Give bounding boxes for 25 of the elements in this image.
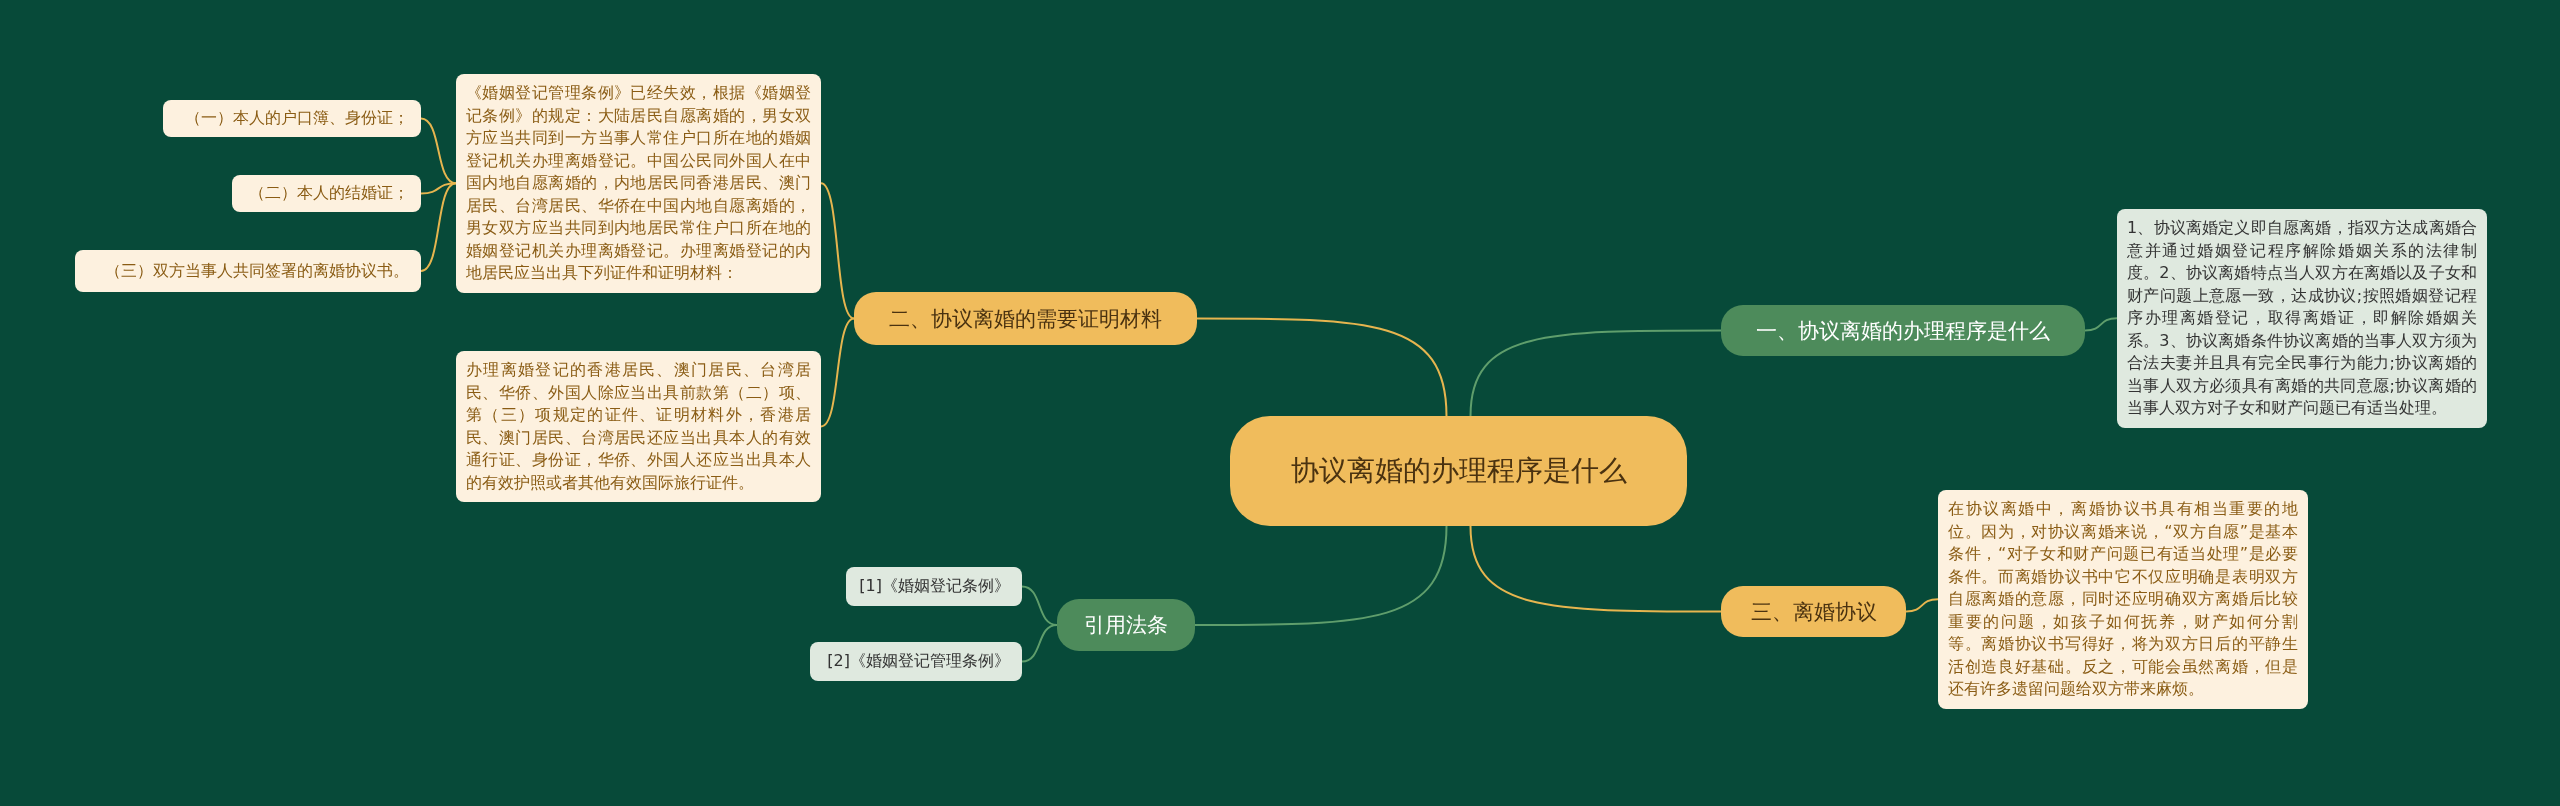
reference-card: [2]《婚姻登记管理条例》	[810, 642, 1022, 681]
branch-topic: 引用法条	[1057, 599, 1195, 651]
text-card: 《婚姻登记管理条例》已经失效，根据《婚姻登记条例》的规定：大陆居民自愿离婚的，男女双方应当共同到一方当事人常住户口所在地的婚姻登记机关办理离婚登记。中国公民同外国人在中国内地自愿离婚的，内地居民同香港居民、澳门居民、台湾居民、华侨在中国内地自愿离婚的，男女双方应当共同到内地居民常住户口所在地的婚姻登记机关办理离婚登记。办理离婚登记的内地居民应当出具下列证件和证明材料：	[456, 74, 821, 293]
connector-line	[1469, 525, 1722, 613]
connector-line	[2084, 317, 2118, 332]
branch-topic: 一、协议离婚的办理程序是什么	[1721, 305, 2085, 356]
text-card: 办理离婚登记的香港居民、澳门居民、台湾居民、华侨、外国人除应当出具前款第（二）项、第（三）项规定的证件、证明材料外，香港居民、澳门居民、台湾居民还应当出具本人的有效通行证、身份证，华侨、外国人还应当出具本人的有效护照或者其他有效国际旅行证件。	[456, 351, 821, 502]
connector-line	[1194, 525, 1448, 626]
list-item-card: （一）本人的户口簿、身份证；	[163, 100, 421, 137]
connector-line	[420, 182, 457, 272]
connector-line	[820, 317, 855, 428]
connector-line	[820, 182, 855, 320]
text-card: 1、协议离婚定义即自愿离婚，指双方达成离婚合意并通过婚姻登记程序解除婚姻关系的法律制度。2、协议离婚特点当人双方在离婚以及子女和财产问题上意愿一致，达成协议;按照婚姻登记程序办理离婚登记，取得离婚证，即解除婚姻关系。3、协议离婚条件协议离婚的当事人双方须为合法夫妻并且具有完全民事行为能力;协议离婚的当事人双方必须具有离婚的共同意愿;协议离婚的当事人双方对子女和财产问题已有适当处理。	[2117, 209, 2487, 428]
branch-topic: 二、协议离婚的需要证明材料	[854, 292, 1197, 345]
reference-card: [1]《婚姻登记条例》	[846, 567, 1022, 606]
central-topic: 协议离婚的办理程序是什么	[1230, 416, 1687, 526]
list-item-card: （二）本人的结婚证；	[232, 175, 421, 212]
connector-line	[1021, 624, 1058, 663]
connector-line	[1905, 598, 1939, 613]
connector-line	[1469, 329, 1722, 417]
text-card: 在协议离婚中，离婚协议书具有相当重要的地位。因为，对协议离婚来说，“双方自愿”是基本条件，“对子女和财产问题已有适当处理”是必要条件。而离婚协议书中它不仅应明确是表明双方自愿离婚的意愿，同时还应明确双方离婚后比较重要的问题，如孩子如何抚养，财产如何分割等。离婚协议书写得好，将为双方日后的平静生活创造良好基础。反之，可能会虽然离婚，但是还有许多遗留问题给双方带来麻烦。	[1938, 490, 2308, 709]
branch-topic: 三、离婚协议	[1721, 586, 1906, 637]
connector-line	[420, 182, 457, 195]
connector-line	[1196, 317, 1448, 417]
list-item-card: （三）双方当事人共同签署的离婚协议书。	[75, 250, 421, 292]
